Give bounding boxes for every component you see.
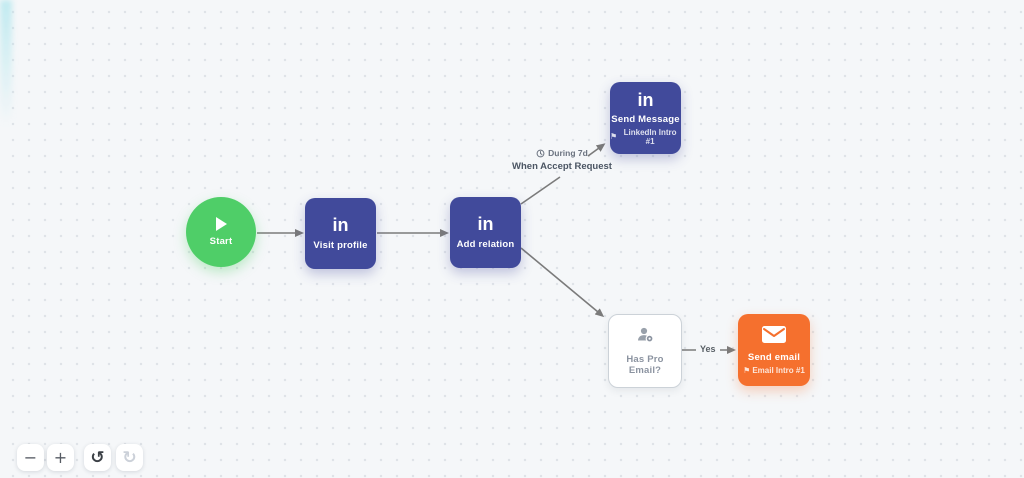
edge-label-yes: Yes xyxy=(696,343,720,355)
node-has-pro-email[interactable]: Has Pro Email? xyxy=(608,314,682,388)
canvas-controls: − + ↺ ↻ xyxy=(17,444,143,471)
redo-button[interactable]: ↻ xyxy=(116,444,143,471)
node-send-message-tag: ⚑ LinkedIn Intro #1 xyxy=(610,128,681,146)
node-start-label: Start xyxy=(209,236,233,247)
minus-icon: − xyxy=(23,448,38,467)
zoom-in-button[interactable]: + xyxy=(47,444,74,471)
linkedin-icon: in xyxy=(332,215,349,235)
flag-icon: ⚑ xyxy=(610,132,618,141)
edge-add-to-haspro xyxy=(520,247,605,318)
edge-label-accept-request: During 7d When Accept Request xyxy=(500,148,624,172)
node-send-message-label: Send Message xyxy=(611,113,680,125)
plus-icon: + xyxy=(53,448,68,467)
user-gear-icon xyxy=(637,327,654,343)
linkedin-icon: in xyxy=(477,214,494,234)
undo-icon: ↺ xyxy=(90,447,105,468)
node-add-relation-label: Add relation xyxy=(456,239,515,250)
node-start[interactable]: Start xyxy=(186,197,256,267)
edge-label-condition-text: When Accept Request xyxy=(512,161,612,172)
edge-add-to-message-b xyxy=(587,143,606,157)
flag-icon: ⚑ xyxy=(743,366,751,375)
node-send-email-tag-text: Email Intro #1 xyxy=(752,366,805,375)
node-visit-profile-label: Visit profile xyxy=(313,240,368,251)
undo-button[interactable]: ↺ xyxy=(84,444,111,471)
edge-label-during: During 7d xyxy=(500,148,624,158)
node-add-relation[interactable]: in Add relation xyxy=(450,197,521,268)
redo-icon: ↻ xyxy=(122,447,137,468)
node-send-message-tag-text: LinkedIn Intro #1 xyxy=(623,127,677,146)
node-send-message[interactable]: in Send Message ⚑ LinkedIn Intro #1 xyxy=(610,82,681,154)
node-visit-profile[interactable]: in Visit profile xyxy=(305,198,376,269)
zoom-out-button[interactable]: − xyxy=(17,444,44,471)
corner-glow xyxy=(0,0,12,125)
node-has-pro-email-label: Has Pro Email? xyxy=(626,353,664,376)
clock-icon xyxy=(536,149,545,157)
edge-add-to-message-a xyxy=(520,176,561,205)
node-send-email-label: Send email xyxy=(747,352,801,363)
node-send-email-tag: ⚑ Email Intro #1 xyxy=(743,366,805,375)
play-icon xyxy=(215,217,227,231)
envelope-icon xyxy=(762,326,786,343)
linkedin-icon: in xyxy=(637,89,654,110)
edge-label-during-text: During 7d xyxy=(548,148,588,158)
node-send-email[interactable]: Send email ⚑ Email Intro #1 xyxy=(738,314,810,386)
